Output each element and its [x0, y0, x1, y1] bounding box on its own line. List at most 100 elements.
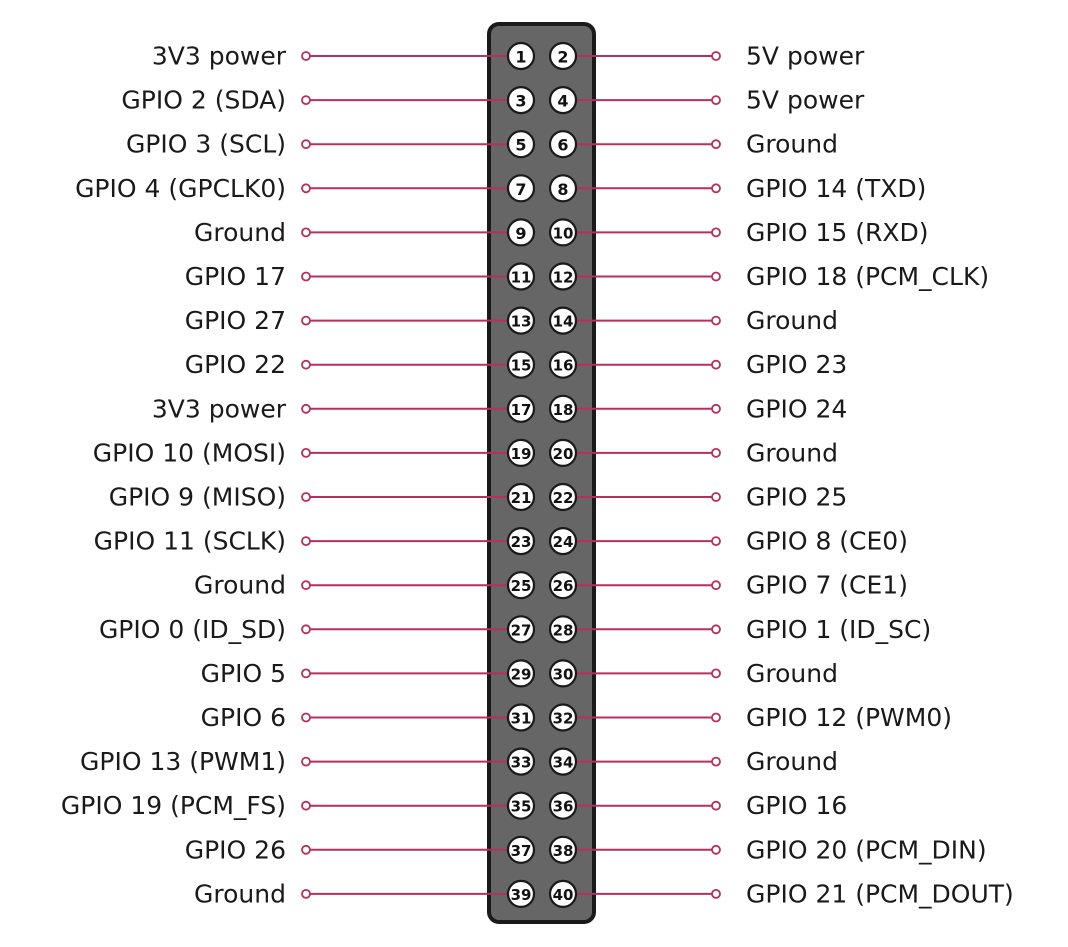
pin-circle-odd: [506, 306, 536, 335]
terminal-left: [301, 447, 311, 458]
pin-circle-even: [548, 218, 578, 247]
terminal-right: [711, 889, 721, 899]
pin-circle-odd: [506, 615, 536, 644]
pin-number-even: 38: [553, 842, 574, 860]
pin-circle-odd: [506, 482, 536, 512]
terminal-left: [301, 536, 311, 546]
pin-number-even: 40: [553, 886, 574, 904]
pin-circle-even: [548, 615, 578, 644]
terminal-right: [711, 95, 721, 105]
terminal-left: [301, 580, 311, 591]
pin-number-odd: 11: [511, 269, 532, 287]
pin-circle-odd: [506, 835, 536, 864]
pin-label-right: GPIO 14 (TXD): [746, 174, 926, 203]
pin-label-right: GPIO 12 (PWM0): [746, 703, 952, 732]
pin-label-left: GPIO 6: [201, 703, 286, 732]
pin-circle-odd: [506, 174, 536, 203]
pin-number-even: 34: [553, 754, 574, 772]
pin-circle-even: [548, 571, 578, 600]
pin-label-left: GPIO 27: [185, 306, 286, 335]
pin-circle-odd: [506, 262, 536, 291]
pin-circle-odd: [506, 350, 536, 379]
pin-label-left: Ground: [194, 879, 286, 908]
terminal-left: [301, 844, 311, 855]
pin-label-left: 3V3 power: [152, 42, 287, 71]
terminal-left: [301, 139, 311, 150]
pin-number-odd: 9: [515, 224, 526, 243]
terminal-right: [711, 403, 721, 414]
pin-number-even: 18: [553, 401, 574, 419]
terminal-right: [711, 447, 721, 458]
pin-circle-odd: [506, 41, 536, 71]
terminal-left: [301, 315, 311, 326]
pin-number-even: 4: [557, 92, 568, 111]
pin-number-even: 22: [553, 489, 574, 507]
pin-label-left: GPIO 22: [185, 350, 286, 379]
pin-label-left: GPIO 0 (ID_SD): [99, 615, 286, 644]
terminal-left: [301, 403, 311, 414]
pin-circle-even: [548, 747, 578, 776]
terminal-left: [301, 183, 311, 194]
terminal-right: [711, 580, 721, 591]
terminal-right: [711, 800, 721, 811]
pin-label-left: GPIO 19 (PCM_FS): [61, 791, 286, 820]
terminal-left: [301, 51, 311, 61]
pin-header-body: [487, 22, 596, 924]
pin-circle-even: [548, 306, 578, 335]
pin-number-even: 8: [557, 180, 568, 199]
pin-circle-even: [548, 482, 578, 512]
pin-number-even: 10: [553, 224, 574, 242]
pin-label-right: GPIO 20 (PCM_DIN): [746, 835, 987, 864]
pin-circle-odd: [506, 571, 536, 600]
pin-label-left: Ground: [194, 218, 286, 247]
pin-label-right: GPIO 25: [746, 483, 847, 512]
pin-label-left: GPIO 4 (GPCLK0): [75, 174, 286, 203]
terminal-right: [711, 51, 721, 61]
pin-number-odd: 13: [511, 313, 532, 331]
pin-label-left: GPIO 9 (MISO): [109, 483, 286, 512]
pin-number-odd: 33: [511, 754, 532, 772]
pin-number-odd: 21: [511, 489, 532, 507]
pin-label-left: GPIO 17: [185, 262, 286, 291]
terminal-left: [301, 271, 311, 282]
pin-label-right: Ground: [746, 438, 838, 467]
pin-label-left: GPIO 5: [201, 659, 286, 688]
terminal-right: [711, 183, 721, 194]
pin-label-right: GPIO 23: [746, 350, 847, 379]
pin-number-even: 2: [557, 48, 568, 67]
pin-number-odd: 15: [511, 357, 532, 375]
pin-label-right: Ground: [746, 306, 838, 335]
pin-number-even: 12: [553, 269, 574, 287]
terminal-left: [301, 668, 311, 679]
pin-circle-odd: [506, 747, 536, 776]
pin-label-right: 5V power: [746, 86, 865, 115]
pin-number-even: 6: [557, 136, 568, 155]
pin-circle-even: [548, 438, 578, 467]
pin-label-left: GPIO 11 (SCLK): [94, 527, 286, 556]
pin-label-right: GPIO 7 (CE1): [746, 571, 908, 600]
pin-label-right: GPIO 15 (RXD): [746, 218, 928, 247]
pin-number-odd: 19: [511, 445, 532, 463]
pin-circle-odd: [506, 791, 536, 820]
pin-number-odd: 5: [515, 136, 526, 155]
pin-number-even: 32: [553, 710, 574, 728]
pin-number-even: 20: [553, 445, 574, 463]
pin-label-right: GPIO 8 (CE0): [746, 527, 908, 556]
pin-number-odd: 7: [515, 180, 526, 199]
pin-number-odd: 17: [511, 401, 532, 419]
terminal-left: [301, 227, 311, 238]
pin-number-odd: 35: [511, 798, 532, 816]
pin-circle-odd: [506, 879, 536, 909]
pin-number-even: 24: [553, 533, 574, 551]
pin-label-right: GPIO 16: [746, 791, 847, 820]
